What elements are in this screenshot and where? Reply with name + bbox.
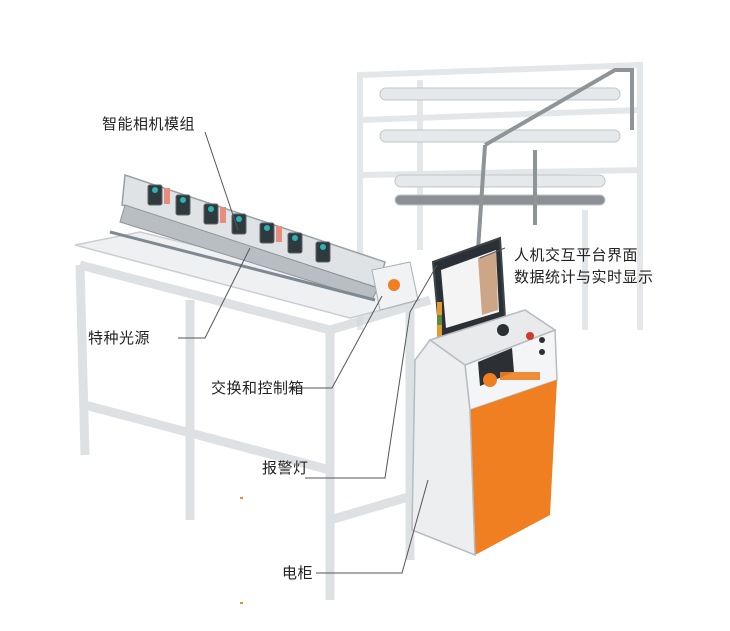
rear-rack-rollers <box>379 87 621 206</box>
callout-camera-module: 智能相机模组 <box>102 115 196 133</box>
hmi-terminal <box>431 236 507 340</box>
switch-control-box <box>371 261 419 311</box>
rear-rack-gantry <box>476 68 634 251</box>
electrical-cabinet <box>411 309 558 557</box>
callout-hmi-subtitle: 数据统计与实时显示 <box>514 268 654 286</box>
callout-switch-box: 交换和控制箱 <box>211 379 305 397</box>
callout-cabinet: 电柜 <box>282 564 314 582</box>
rear-rack-frame <box>357 61 643 330</box>
callout-hmi-title: 人机交互平台界面 <box>514 246 639 264</box>
brand-logo-icon <box>388 279 400 291</box>
accent-dot <box>240 602 243 604</box>
camera-module-bar <box>109 173 386 302</box>
table-frame <box>75 260 432 600</box>
callout-light-source: 特种光源 <box>88 329 151 347</box>
accent-dot <box>240 497 243 499</box>
callout-warning-light: 报警灯 <box>262 459 309 477</box>
table-top <box>74 231 421 319</box>
